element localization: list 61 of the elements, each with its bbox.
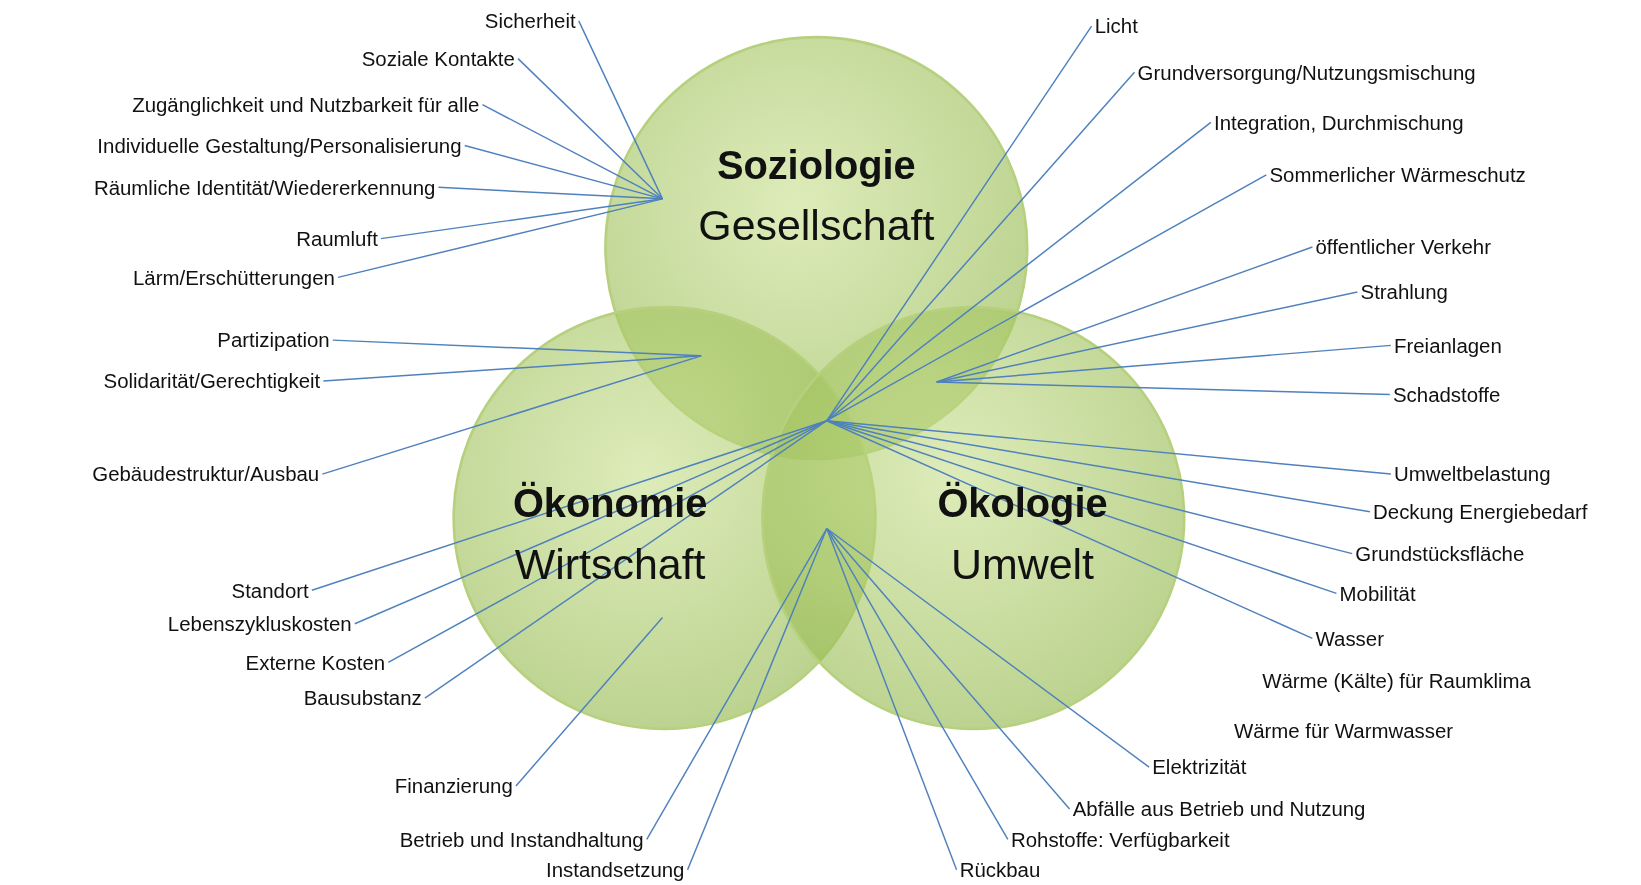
- factor-label: Mobilität: [1339, 580, 1416, 606]
- leader-line: [515, 616, 664, 787]
- leader-line: [354, 420, 828, 625]
- factor-label: Umweltbelastung: [1394, 461, 1551, 487]
- circle-heading: Soziologie: [716, 145, 916, 186]
- factor-label: Integration, Durchmischung: [1214, 109, 1464, 135]
- factor-label: öffentlicher Verkehr: [1315, 234, 1491, 260]
- factor-label: Solidarität/Gerechtigkeit: [103, 368, 321, 394]
- leader-line: [481, 103, 664, 200]
- factor-label: Strahlung: [1360, 279, 1448, 305]
- factor-label: Wasser: [1315, 625, 1384, 651]
- factor-label: Freianlagen: [1394, 332, 1502, 358]
- factor-label: Grundstücksfläche: [1355, 541, 1525, 567]
- leader-line: [463, 144, 664, 200]
- leader-line: [322, 355, 702, 382]
- leader-line: [337, 198, 664, 279]
- leader-line: [578, 20, 664, 200]
- factor-label: Partizipation: [217, 327, 330, 353]
- factor-label: Licht: [1094, 13, 1138, 39]
- factor-label: Sommerlicher Wärmeschutz: [1269, 162, 1526, 188]
- circle-subheading: Umwelt: [950, 543, 1094, 587]
- circle-subheading: Gesellschaft: [698, 204, 935, 247]
- factor-label: Lebenszykluskosten: [167, 611, 352, 637]
- leader-line: [646, 527, 828, 841]
- leader-line: [424, 420, 828, 699]
- factor-label: Raumluft: [296, 226, 378, 252]
- leader-line: [686, 527, 828, 871]
- factor-label: Elektrizität: [1152, 754, 1247, 780]
- leader-line: [826, 527, 1071, 810]
- factor-label: Finanzierung: [394, 773, 513, 799]
- leader-line: [935, 381, 1391, 396]
- factor-label: Externe Kosten: [245, 649, 386, 676]
- factor-label: Räumliche Identität/Wiedererkennung: [93, 174, 436, 200]
- factor-label: Abfälle aus Betrieb und Nutzung: [1072, 796, 1366, 822]
- factor-label: Zugänglichkeit und Nutzbarkeit für alle: [132, 92, 480, 118]
- factor-label: Sicherheit: [484, 8, 576, 34]
- leader-line: [826, 25, 1093, 422]
- leader-line: [321, 355, 702, 475]
- leader-line: [517, 57, 664, 200]
- factor-label: Lärm/Erschütterungen: [133, 264, 335, 290]
- leader-line: [826, 174, 1268, 422]
- factor-label: Schadstoffe: [1392, 382, 1501, 408]
- leader-line: [826, 121, 1212, 422]
- factor-label: Rohstoffe: Verfügbarkeit: [1010, 826, 1230, 852]
- leader-line: [826, 420, 1314, 640]
- factor-label: Grundversorgung/Nutzungsmischung: [1137, 59, 1476, 85]
- leader-line: [935, 246, 1314, 383]
- factor-label: Betrieb und Instandhaltung: [399, 826, 644, 852]
- factor-label: Soziale Kontakte: [361, 46, 515, 72]
- factor-label: Deckung Energiebedarf: [1373, 499, 1588, 525]
- factor-label: Gebäudestruktur/Ausbau: [92, 461, 320, 487]
- leader-line: [380, 198, 664, 240]
- factor-label: Instandsetzung: [546, 857, 685, 883]
- factor-label: Wärme für Warmwasser: [1233, 718, 1454, 744]
- leader-line: [826, 527, 1150, 768]
- factor-label: Wärme (Kälte) für Raumklima: [1262, 667, 1531, 693]
- leader-line: [826, 420, 1371, 513]
- factor-label: Standort: [231, 577, 309, 603]
- factor-label: Individuelle Gestaltung/Personalisierung: [97, 132, 462, 159]
- factor-label: Bausubstanz: [303, 685, 422, 711]
- factor-label: Rückbau: [959, 857, 1041, 883]
